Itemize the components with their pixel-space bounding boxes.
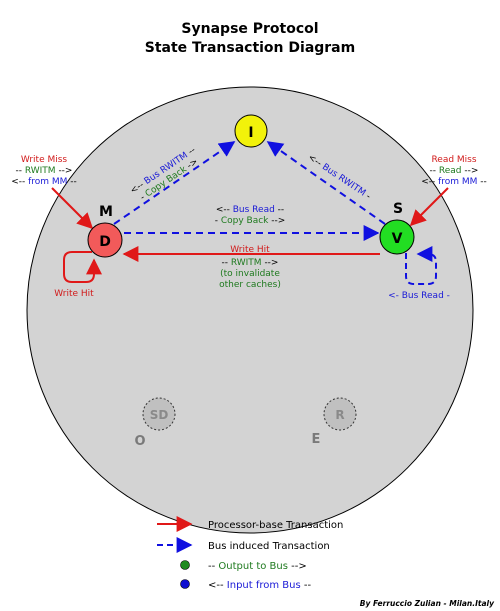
edge-v-to-d-note-2: other caches)	[219, 280, 281, 290]
state-r-label: R	[335, 408, 344, 422]
author-credit: By Ferruccio Zulian - Milan.Italy	[360, 599, 495, 608]
edge-v-to-d-rwitm: -- RWITM -->	[222, 258, 279, 268]
read-miss-read: -- Read -->	[430, 166, 479, 176]
legend-output-label: -- Output to Bus -->	[208, 561, 307, 572]
write-hit-label: Write Hit	[54, 289, 94, 299]
edge-d-to-v-bus-read: <-- Bus Read --	[216, 205, 284, 215]
state-d-circle	[87, 222, 123, 258]
protocol-disk	[26, 86, 474, 534]
loop-write-hit	[63, 251, 102, 283]
legend-input-dot	[180, 579, 190, 589]
state-sd-label: SD	[150, 408, 169, 422]
edge-d-to-v-copy-back: - Copy Back -->	[215, 216, 286, 226]
state-v-label: V	[392, 231, 403, 247]
state-d-label: D	[99, 234, 111, 250]
letter-m: M	[99, 204, 113, 220]
bus-read-label: <- Bus Read -	[388, 291, 450, 301]
legend-bus-label: Bus induced Transaction	[208, 541, 330, 552]
loop-bus-read	[405, 246, 437, 285]
legend-output-dot	[180, 560, 190, 570]
write-miss-label: Write Miss	[21, 155, 68, 165]
state-i-label: I	[248, 125, 253, 141]
read-miss-from-mm: <-- from MM --	[421, 177, 487, 187]
read-miss-label: Read Miss	[431, 155, 476, 165]
edge-write-miss	[51, 187, 94, 230]
legend-input-label: <-- Input from Bus --	[208, 580, 312, 591]
legend-processor-label: Processor-base Transaction	[208, 520, 343, 531]
state-sd-circle	[142, 397, 176, 431]
state-r-circle	[323, 397, 357, 431]
edge-read-miss	[409, 187, 449, 227]
title-line-2: State Transaction Diagram	[145, 40, 355, 56]
edge-d-to-i	[113, 141, 236, 225]
edge-v-to-d-note-1: (to invalidate	[220, 269, 280, 279]
edge-v-to-d-write-hit: Write Hit	[230, 245, 270, 255]
letter-e: E	[312, 432, 321, 447]
letter-s: S	[393, 201, 403, 217]
title-line-1: Synapse Protocol	[181, 21, 318, 37]
state-i-circle	[234, 114, 268, 148]
write-miss-from-mm: <-- from MM --	[11, 177, 77, 187]
letter-o: O	[134, 434, 145, 449]
write-miss-rwitm: -- RWITM -->	[16, 166, 73, 176]
state-v-circle	[379, 219, 415, 255]
